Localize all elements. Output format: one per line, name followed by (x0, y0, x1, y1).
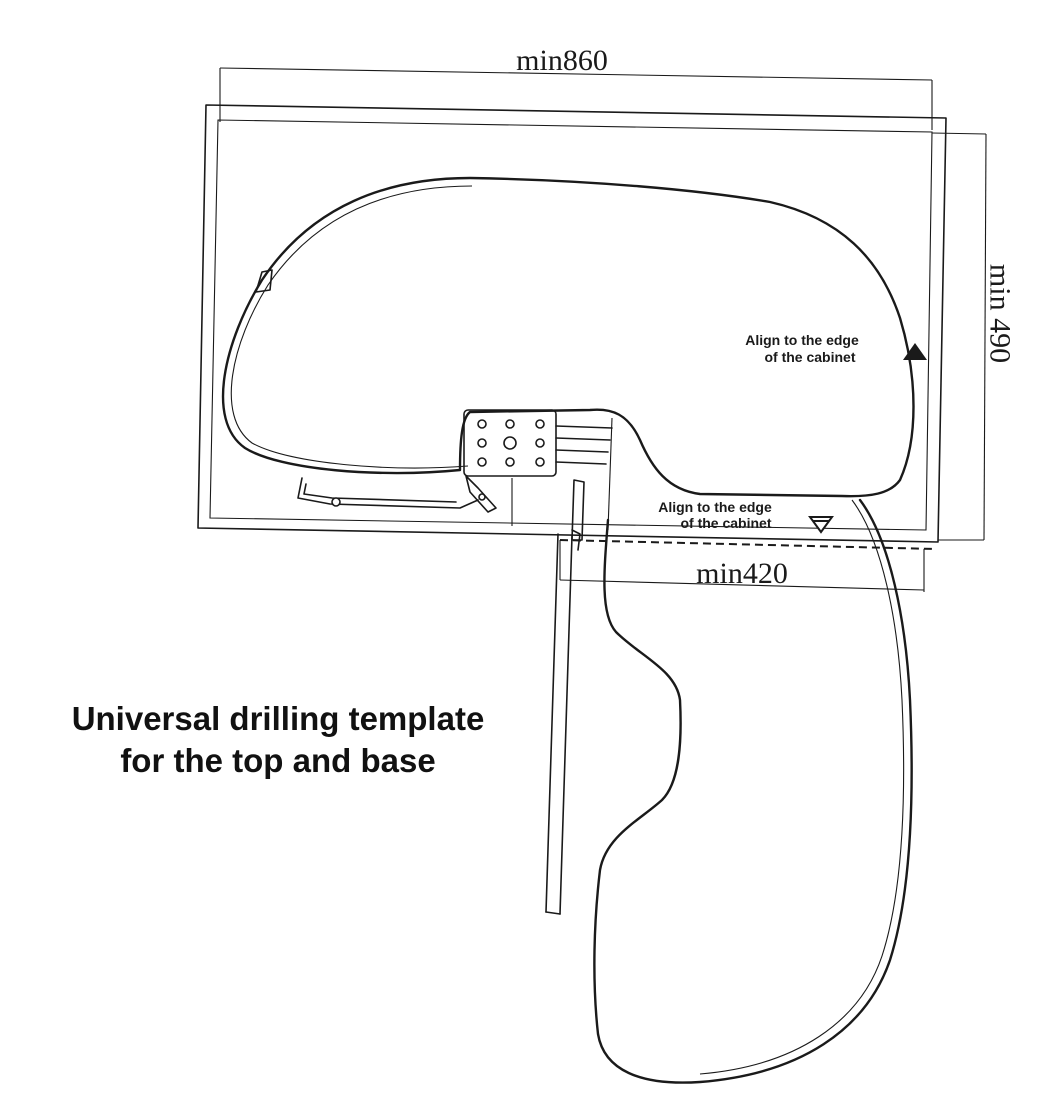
linkage-arm (297, 475, 497, 513)
align-note-back-line1: Align to the edge (745, 332, 859, 348)
triangle-down-marker-icon (808, 516, 834, 534)
align-note-back-line2: of the cabinet (764, 349, 855, 365)
caption-line2: for the top and base (120, 742, 435, 779)
depth-dimension-frame (931, 132, 987, 541)
mounting-plate (463, 409, 557, 477)
width-dimension-frame (219, 67, 933, 130)
align-note-front-line2: of the cabinet (680, 515, 771, 531)
rear-shelf (221, 176, 915, 498)
depth-dimension-label: min 490 (984, 264, 1017, 363)
triangle-marker-icon (903, 343, 927, 360)
door-bracket-post (545, 479, 585, 915)
front-shelf (593, 498, 913, 1084)
width-dimension-label: min860 (516, 44, 608, 77)
align-note-front-line1: Align to the edge (658, 499, 772, 515)
caption-line1: Universal drilling template (72, 700, 485, 737)
cabinet-outline (197, 104, 947, 543)
slide-rails (511, 417, 613, 531)
door-dimension-label: min420 (696, 557, 788, 590)
door-dimension-frame (559, 539, 937, 592)
